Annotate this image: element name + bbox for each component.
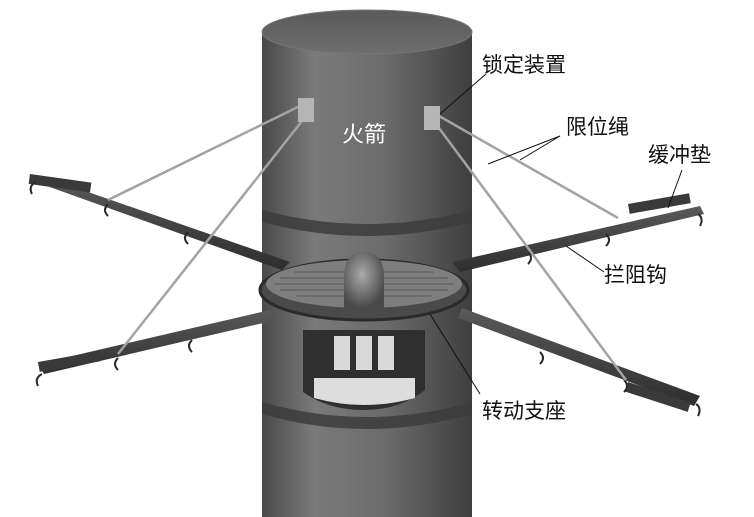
leader-lines [429, 73, 683, 395]
arresting-arm-front-right [458, 308, 700, 412]
arresting-hooks [29, 181, 703, 417]
arresting-arm-back-left [28, 173, 290, 270]
label-rotating-support: 转动支座 [482, 399, 566, 423]
label-arresting-hook: 拦阻钩 [604, 263, 667, 287]
arresting-arm-back-right [452, 193, 704, 272]
label-locking-device: 锁定装置 [482, 53, 566, 77]
limit-ropes [107, 102, 628, 381]
nozzle-dome [344, 252, 384, 308]
arresting-arm-front-left [37, 310, 276, 374]
locking-device-right [424, 106, 440, 130]
label-limit-rope: 限位绳 [566, 115, 629, 139]
label-rocket: 火箭 [342, 123, 386, 148]
access-window [303, 330, 425, 410]
locking-device-left [298, 98, 314, 122]
label-buffer-pad: 缓冲垫 [648, 143, 711, 167]
